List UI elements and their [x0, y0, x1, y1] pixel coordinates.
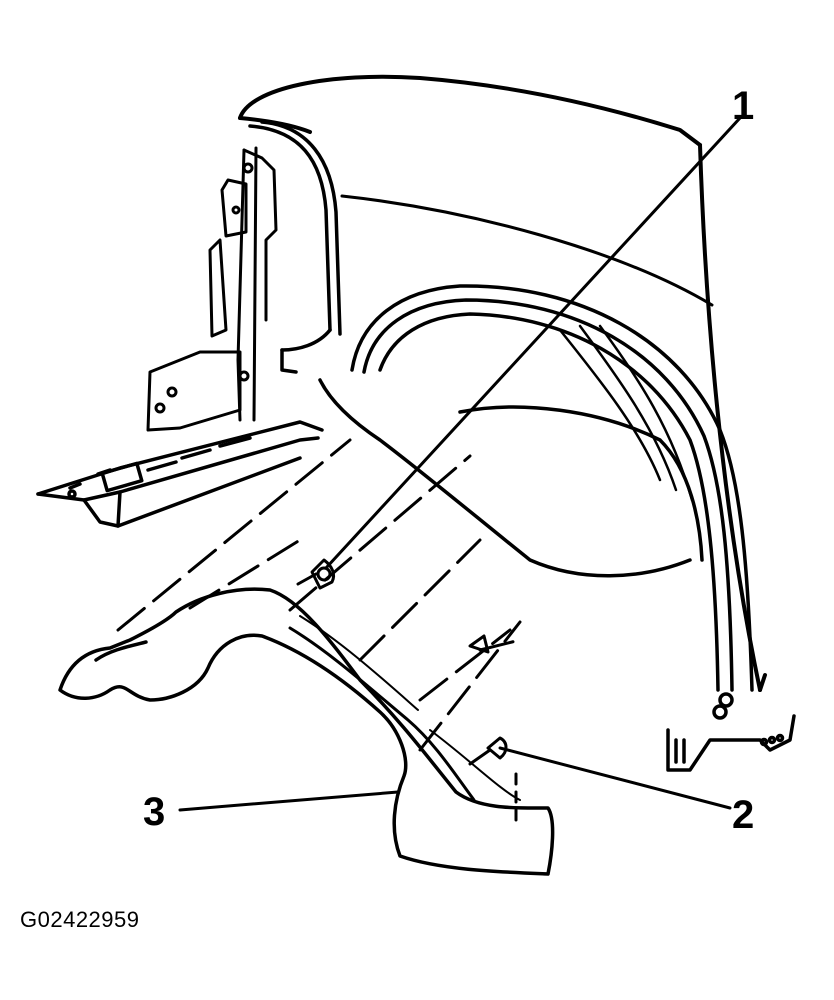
leader-lines: [178, 116, 742, 812]
wheel-arch: [318, 284, 796, 772]
callout-1-label: 1: [732, 84, 755, 128]
door-opening-edge: [248, 120, 342, 374]
fastener-push-pin: [296, 558, 336, 590]
fastener-screw: [468, 634, 518, 828]
fender-panel: [238, 74, 767, 692]
callout-2-label: 2: [732, 793, 755, 837]
installation-guide-lines: [116, 438, 522, 752]
inner-pillar: [146, 146, 278, 432]
figure-id: G02422959: [20, 907, 140, 932]
callout-3-label: 3: [143, 790, 166, 834]
rocker-sill: [36, 420, 324, 528]
fender-liner: [58, 587, 555, 876]
